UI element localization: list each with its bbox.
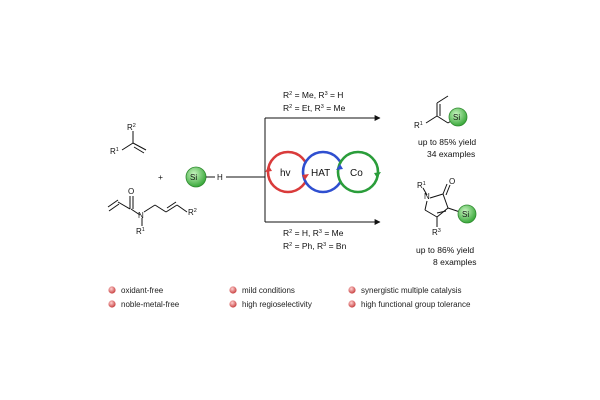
bond — [442, 193, 449, 209]
lactam-r3-label: R3 — [432, 228, 441, 237]
lactam-nitrogen: N — [424, 192, 430, 201]
feature-item: high functional group tolerance — [361, 300, 471, 309]
cycle-arrowhead — [265, 166, 272, 172]
bond — [176, 204, 188, 213]
lactam-r1-label: R1 — [417, 181, 426, 190]
bond — [436, 207, 449, 218]
silane-h-label: H — [217, 173, 223, 182]
bottom-condition-2: R2 = Ph, R3 = Bn — [283, 241, 347, 251]
top-condition-2: R2 = Et, R3 = Me — [283, 103, 346, 113]
bond — [442, 183, 448, 195]
feature-item: synergistic multiple catalysis — [361, 286, 461, 295]
cycle-arrowhead — [302, 174, 309, 180]
bond — [133, 146, 145, 154]
top-examples: 34 examples — [427, 149, 475, 159]
silicon-ball — [448, 107, 468, 127]
feature-item: noble-metal-free — [121, 300, 180, 309]
bond — [422, 187, 428, 196]
feature-item: mild conditions — [242, 286, 295, 295]
bottom-yield: up to 86% yield — [416, 245, 474, 255]
bond — [429, 193, 444, 199]
bond — [436, 95, 449, 104]
bullet-icon — [229, 286, 237, 294]
bond — [121, 142, 134, 151]
bond — [107, 199, 119, 208]
bond — [166, 201, 177, 209]
bottom-examples: 8 examples — [433, 257, 476, 267]
bond — [143, 204, 156, 213]
alkene-reagent: R2 R1 — [110, 123, 147, 156]
product-si-label: Si — [462, 210, 469, 219]
top-yield: up to 85% yield — [418, 137, 476, 147]
feature-item: oxidant-free — [121, 286, 164, 295]
bond — [165, 204, 178, 213]
feature-list: oxidant-free mild conditions synergistic… — [108, 286, 471, 309]
bond — [436, 115, 449, 124]
bond — [436, 210, 447, 214]
amide-oxygen: O — [128, 187, 134, 196]
bond — [130, 208, 141, 216]
hv-label: hv — [280, 168, 291, 179]
bond — [424, 200, 428, 211]
bond — [108, 203, 120, 212]
product-si-label: Si — [453, 113, 460, 122]
bullet-icon — [108, 286, 116, 294]
acrylamide-reagent: O N R1 R2 — [107, 187, 197, 236]
product-r1-label: R1 — [414, 121, 423, 130]
silicon-ball — [457, 204, 477, 224]
bond — [132, 142, 147, 151]
bond — [154, 204, 167, 213]
silane-reagent: Si H — [185, 166, 223, 188]
co-label: Co — [350, 168, 363, 179]
cycle-arrowhead — [374, 172, 381, 178]
catalytic-cycles: hv HAT Co — [265, 150, 381, 194]
bullet-icon — [348, 286, 356, 294]
amide-r1-label: R1 — [136, 227, 145, 236]
lactam-oxygen: O — [449, 177, 455, 186]
bond — [424, 209, 438, 218]
hat-label: HAT — [311, 168, 330, 179]
alkene-r2-label: R2 — [127, 123, 136, 132]
bottom-condition-1: R2 = H, R3 = Me — [283, 228, 344, 238]
bond — [117, 201, 131, 210]
cycle-arrowhead — [336, 164, 343, 170]
top-condition-1: R2 = Me, R3 = H — [283, 90, 343, 100]
silane-si-label: Si — [190, 173, 197, 182]
bond — [425, 115, 438, 124]
cobalt-cycle — [336, 150, 380, 194]
feature-item: high regioselectivity — [242, 300, 312, 309]
alkene-r1-label: R1 — [110, 147, 119, 156]
bullet-icon — [229, 300, 237, 308]
bullet-icon — [348, 300, 356, 308]
pyrrolinone-product: Si O N R1 R3 — [417, 177, 477, 237]
bullet-icon — [108, 300, 116, 308]
plus-sign: + — [158, 172, 163, 182]
amide-nitrogen: N — [138, 211, 144, 220]
allylsilane-product: Si R1 — [414, 95, 468, 130]
bond — [445, 184, 451, 196]
amide-r2-label: R2 — [188, 208, 197, 217]
